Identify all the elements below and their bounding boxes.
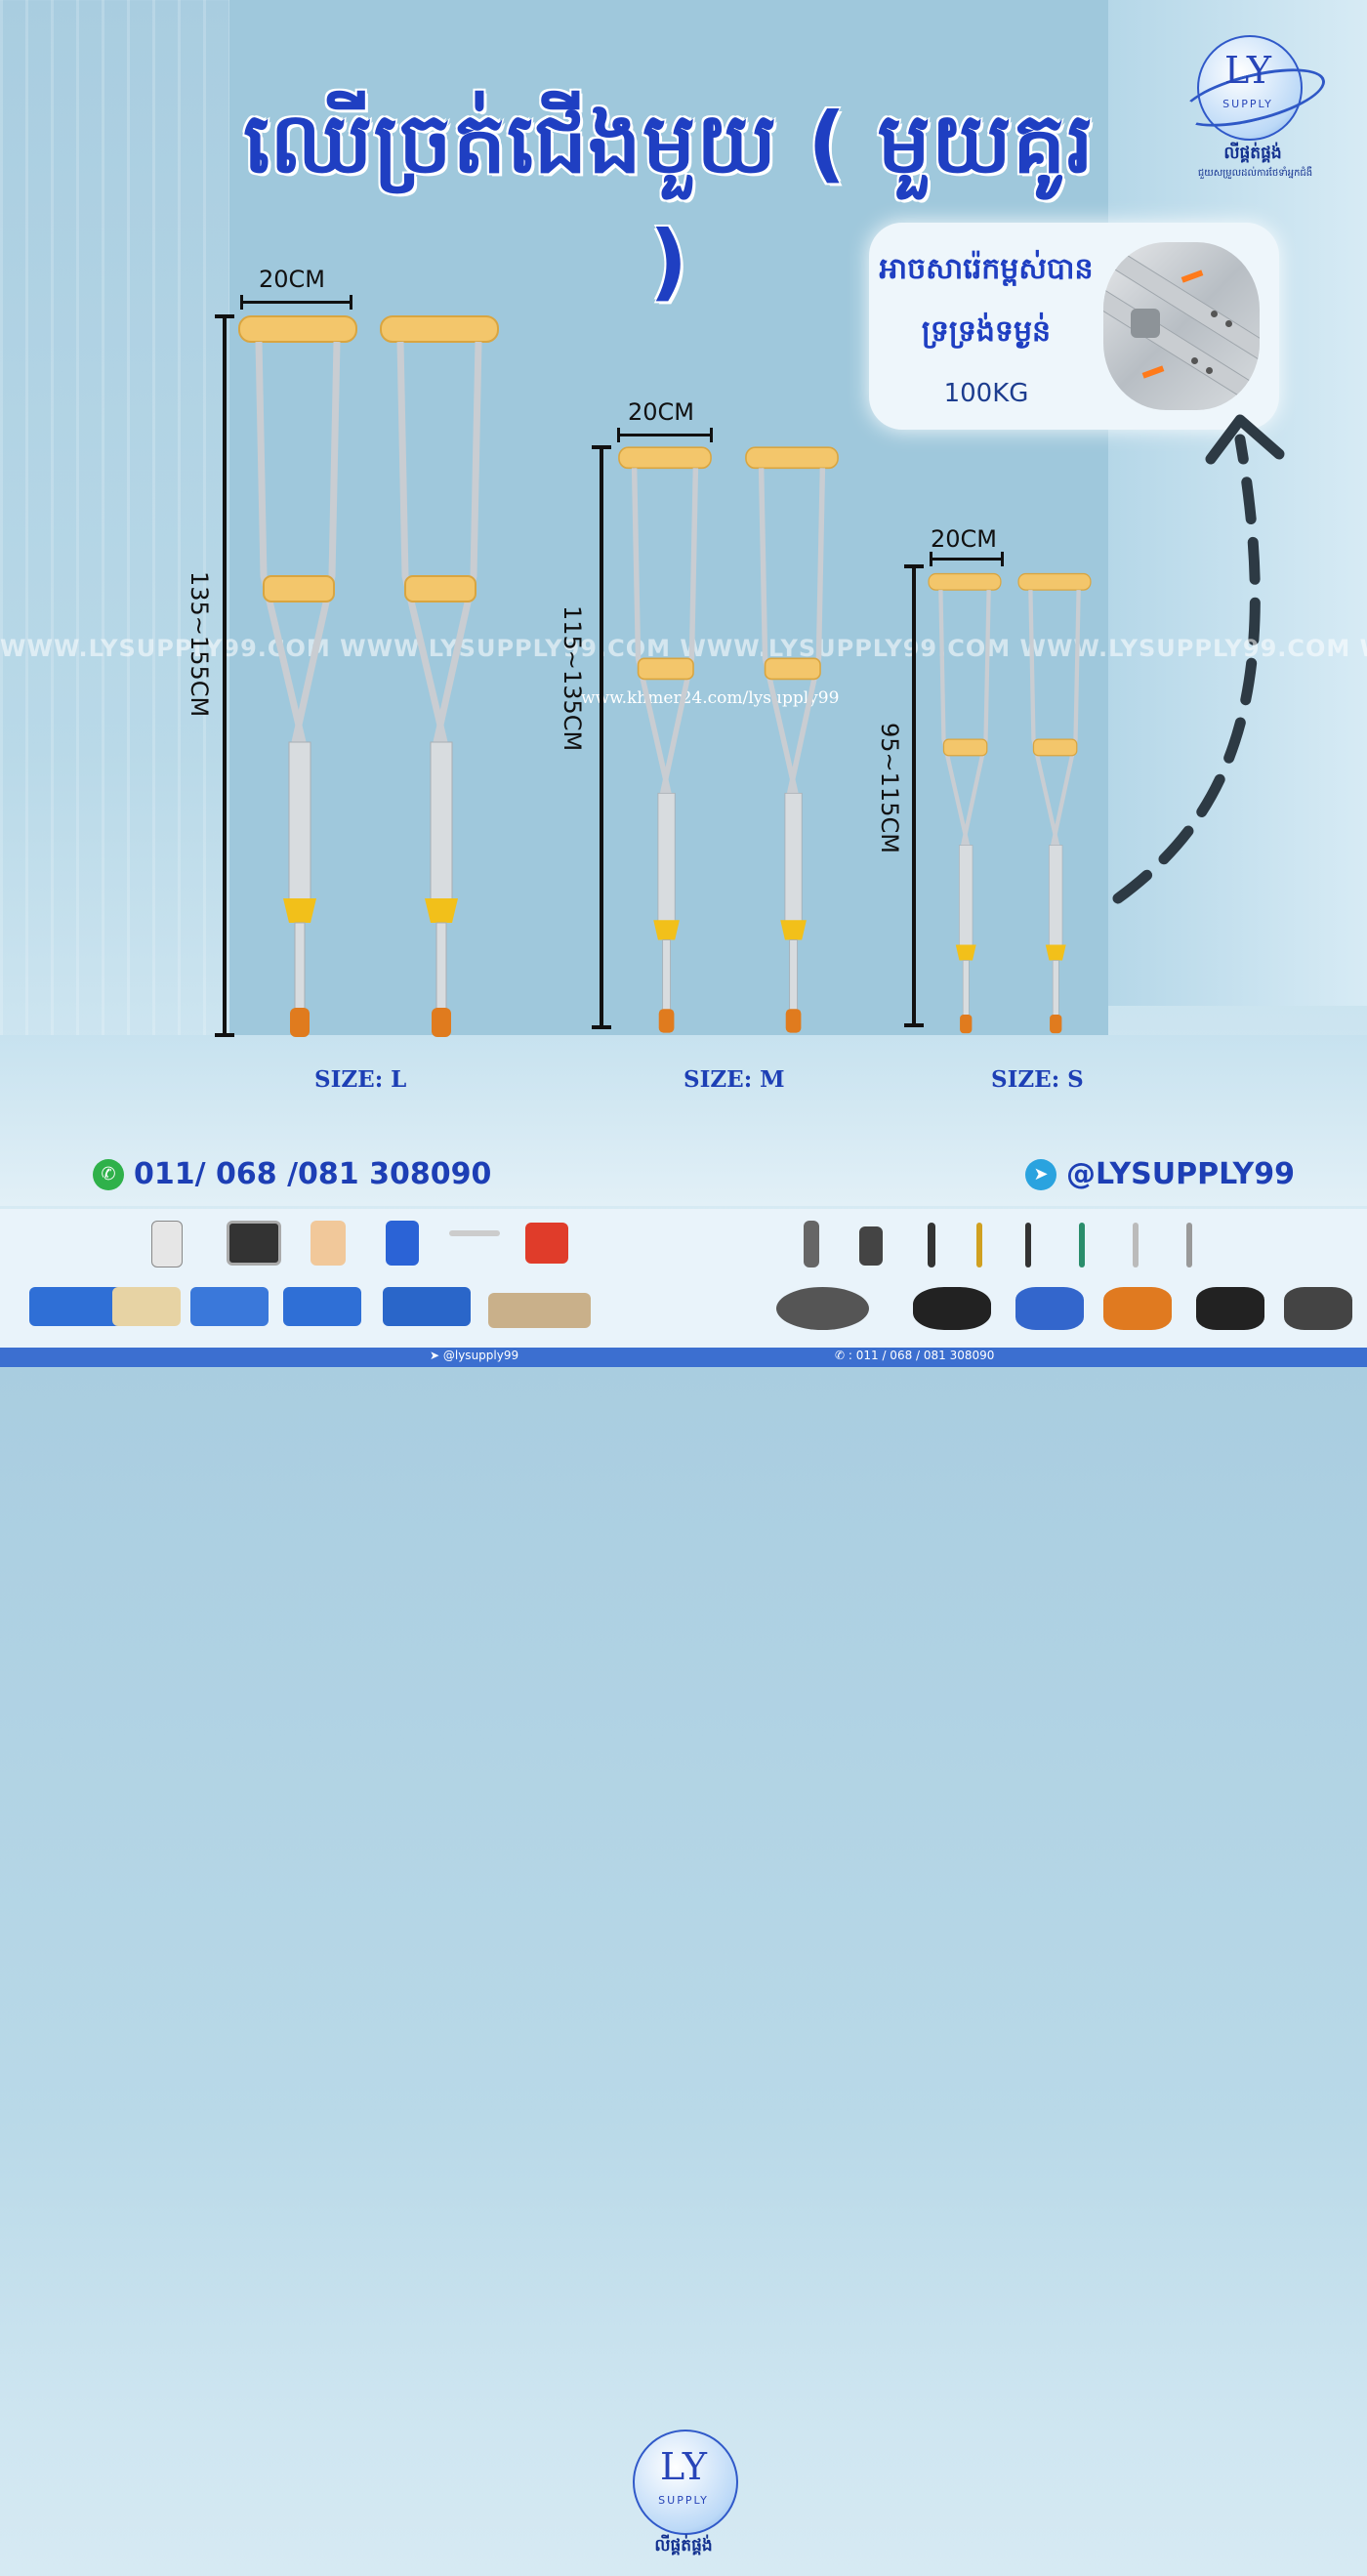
crutch-m-2 xyxy=(745,446,839,1033)
logo-globe xyxy=(1197,35,1303,141)
feature-support: ទ្រទ្រង់ទម្ងន់ xyxy=(921,314,1052,349)
footer-logo-brand: LY xyxy=(660,2445,707,2488)
logo-sub: SUPPLY xyxy=(1222,98,1273,110)
telegram-handle: @LYSUPPLY99 xyxy=(1066,1157,1296,1191)
height-label-m: 115~135CM xyxy=(559,605,586,752)
footer-telegram-text: @lysupply99 xyxy=(442,1349,519,1362)
telegram-icon: ➤ xyxy=(1025,1158,1056,1190)
size-label-s: SIZE: S xyxy=(991,1066,1084,1093)
adjuster-closeup-image xyxy=(1103,242,1260,410)
width-label-m: 20CM xyxy=(628,398,695,426)
height-marker-m xyxy=(592,445,611,1029)
phone-contact[interactable]: ✆ 011/ 068 /081 308090 xyxy=(93,1157,491,1191)
brand-logo: LY SUPPLY លីផ្គត់ផ្គង់ ជួយសម្រួលដល់ការថែ… xyxy=(1170,29,1341,186)
size-label-l: SIZE: L xyxy=(314,1066,407,1093)
footer-logo-khmer: លីផ្គត់ផ្គង់ xyxy=(654,2536,713,2555)
feature-weight: 100KG xyxy=(943,379,1029,408)
footer-logo: LY SUPPLY លីផ្គត់ផ្គង់ xyxy=(603,2420,764,2576)
width-marker-s xyxy=(930,552,1004,566)
footer-telegram[interactable]: ➤ @lysupply99 xyxy=(430,1349,519,1362)
footer-phone[interactable]: ✆ : 011 / 068 / 081 308090 xyxy=(835,1349,995,1362)
height-marker-s xyxy=(904,564,924,1027)
product-strip-left xyxy=(0,1209,601,1367)
crutch-l-2 xyxy=(380,315,499,1037)
footer-logo-sub: SUPPLY xyxy=(658,2494,709,2507)
product-strip: LY SUPPLY លីផ្គត់ផ្គង់ xyxy=(0,1209,1367,2555)
size-label-m: SIZE: M xyxy=(684,1066,785,1093)
dashed-arrow-icon xyxy=(1112,414,1285,904)
background-stripes xyxy=(0,0,229,1123)
width-label-l: 20CM xyxy=(259,266,326,293)
background-floor xyxy=(0,1035,1367,1206)
crutch-s-2 xyxy=(1017,572,1092,1034)
phone-number: 011/ 068 /081 308090 xyxy=(134,1157,492,1191)
logo-brand: LY xyxy=(1224,49,1271,92)
width-marker-m xyxy=(617,428,713,442)
feature-adjustable: អាចសារ៉េកម្ពស់បាន xyxy=(879,252,1094,286)
background-right-wall xyxy=(1108,0,1367,1006)
height-marker-l xyxy=(215,314,234,1037)
footer-band xyxy=(0,1348,1367,1367)
crutch-s-1 xyxy=(928,572,1002,1034)
product-strip-right xyxy=(766,1209,1367,1367)
width-label-s: 20CM xyxy=(931,525,998,553)
logo-tagline: ជួយសម្រួលដល់ការថែទាំអ្នកជំងឺ xyxy=(1197,168,1313,179)
crutch-l-1 xyxy=(238,315,357,1037)
watermark-text: WWW.LYSUPPLY99.COM WWW.LYSUPPLY99.COM WW… xyxy=(0,635,1367,662)
feature-callout: អាចសារ៉េកម្ពស់បាន ទ្រទ្រង់ទម្ងន់ 100KG xyxy=(869,223,1279,430)
footer-phone-text: : 011 / 068 / 081 308090 xyxy=(848,1349,995,1362)
height-label-l: 135~155CM xyxy=(186,571,213,718)
height-label-s: 95~115CM xyxy=(876,723,903,853)
telegram-contact[interactable]: ➤ @LYSUPPLY99 xyxy=(1025,1157,1295,1191)
width-marker-l xyxy=(240,295,352,310)
logo-khmer-name: លីផ្គត់ផ្គង់ xyxy=(1223,144,1282,163)
phone-icon: ✆ xyxy=(93,1158,124,1190)
page-title: ឈើច្រត់ជើងមួយ ( មួយគូរ ) xyxy=(243,95,1095,311)
crutch-m-1 xyxy=(618,446,712,1033)
